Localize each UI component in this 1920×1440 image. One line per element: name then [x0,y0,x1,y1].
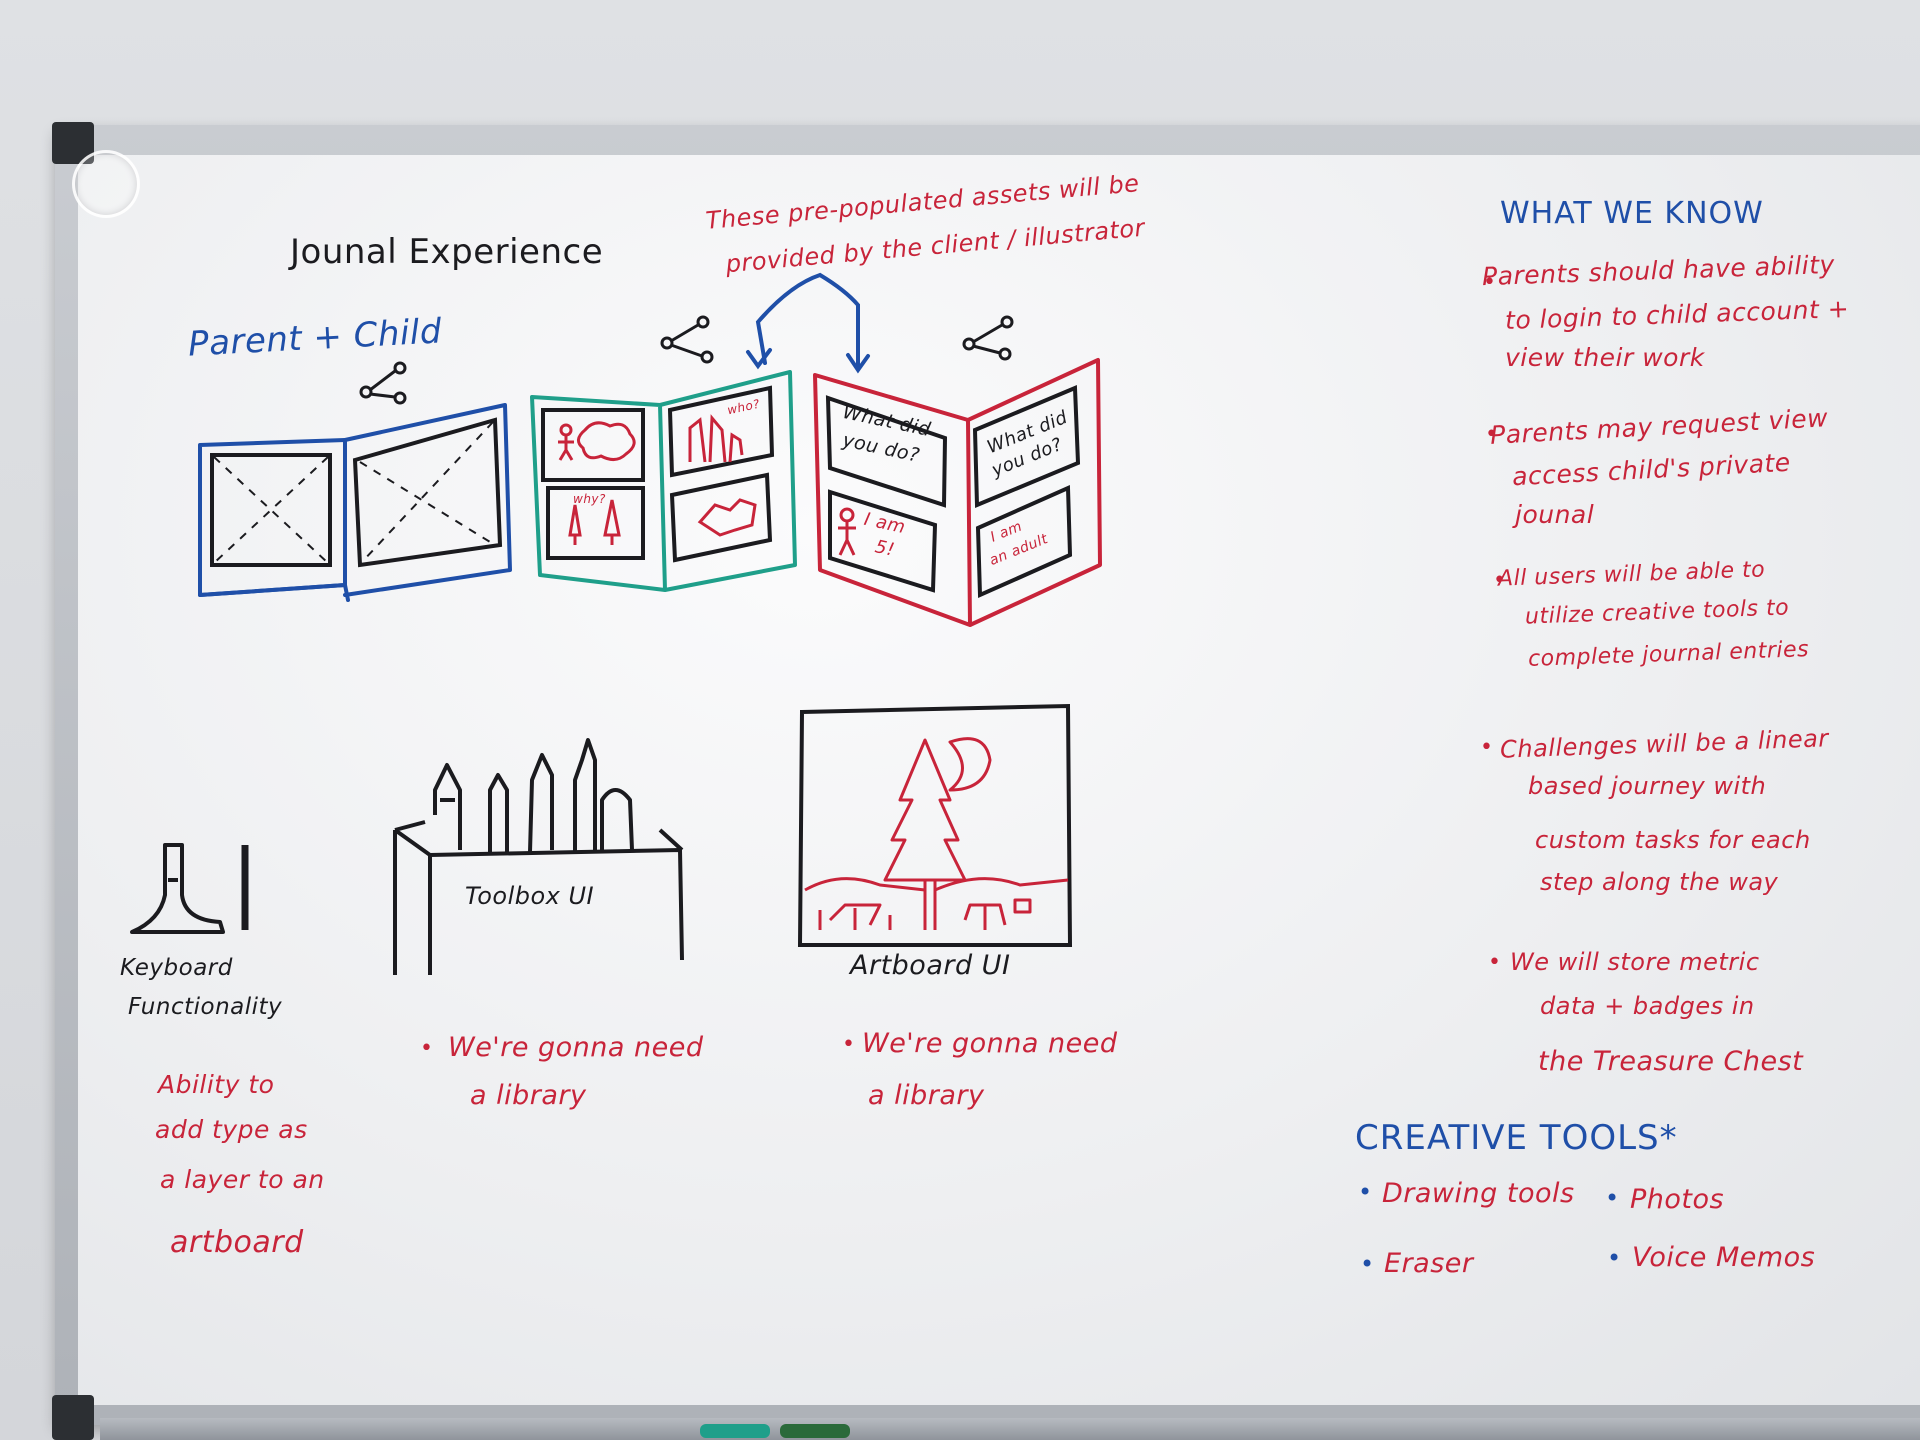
tool-eraser: Eraser [1384,1248,1474,1279]
dark-green-marker [780,1424,850,1438]
wwk-bullet-1-line-3: view their work [1505,343,1705,372]
type-tool-icon [130,843,249,934]
bullet-dot: • [1605,1184,1620,1212]
blue-book-sketch [198,403,512,602]
tool-photos: Photos [1630,1184,1725,1215]
keyboard-label-line-2: Functionality [128,994,283,1020]
wwk-bullet-5-line-3: the Treasure Chest [1538,1046,1804,1077]
blue-book-frames [210,417,503,568]
artboard-note-line-1: We're gonna need [862,1028,1118,1059]
bullet-dot: • [420,1036,434,1061]
keyboard-note-line-1: Ability to [158,1070,275,1099]
bullet-dot: • [1607,1244,1622,1272]
toolbox-note-line-2: a library [470,1080,587,1111]
bullet-dot: • [1360,1250,1375,1278]
bullet-dot: • [1488,950,1502,975]
bullet-dot: • [1485,422,1499,447]
green-book-frames [541,385,775,563]
red-book-frames [825,385,1081,599]
wwk-bullet-2-line-3: jounal [1515,500,1595,529]
bullet-dot: • [842,1032,856,1057]
artboard-doodles [804,737,1069,930]
stick-figure [838,507,856,556]
frame-corner-bottom-left [52,1395,94,1440]
wwk-bullet-4-line-2: based journey with [1528,772,1767,800]
keyboard-note-line-4: artboard [170,1225,304,1260]
arrows [746,272,870,374]
artboard-note-line-2: a library [868,1080,985,1111]
bullet-dot: • [1480,735,1494,760]
wwk-bullet-4-line-4: step along the way [1540,868,1779,896]
share-icon [660,315,714,364]
artboard-label: Artboard UI [850,950,1011,981]
bullet-dot: • [1483,270,1497,295]
green-book-sketch [530,370,797,592]
marker-tray [100,1418,1920,1440]
share-icon [359,361,407,405]
what-we-know-heading: WHAT WE KNOW [1500,196,1764,231]
creative-tools-heading: CREATIVE TOOLS* [1355,1118,1678,1158]
keyboard-label-line-1: Keyboard [120,955,233,981]
wwk-bullet-4-line-3: custom tasks for each [1535,826,1811,854]
magnet [72,150,140,218]
tool-voice-memos: Voice Memos [1632,1242,1816,1273]
bullet-dot: • [1358,1178,1373,1206]
red-book-sketch [813,358,1102,627]
whiteboard-surface [78,155,1920,1405]
artboard-frame [797,703,1073,947]
green-book-doodles [558,414,757,545]
wwk-bullet-5-line-2: data + badges in [1540,992,1755,1020]
bullet-dot: • [1493,568,1507,593]
share-icon [962,315,1014,361]
green-marker [700,1424,770,1438]
tool-drawing-tools: Drawing tools [1382,1178,1575,1209]
wwk-bullet-5-line-1: We will store metric [1510,948,1760,976]
keyboard-note-line-3: a layer to an [160,1165,325,1194]
keyboard-note-line-2: add type as [155,1115,308,1144]
toolbox-note-line-1: We're gonna need [448,1032,704,1063]
page-title: Jounal Experience [290,232,604,272]
toolbox-sketch [393,738,684,975]
why-label: why? [573,492,606,506]
toolbox-label: Toolbox UI [465,882,595,910]
